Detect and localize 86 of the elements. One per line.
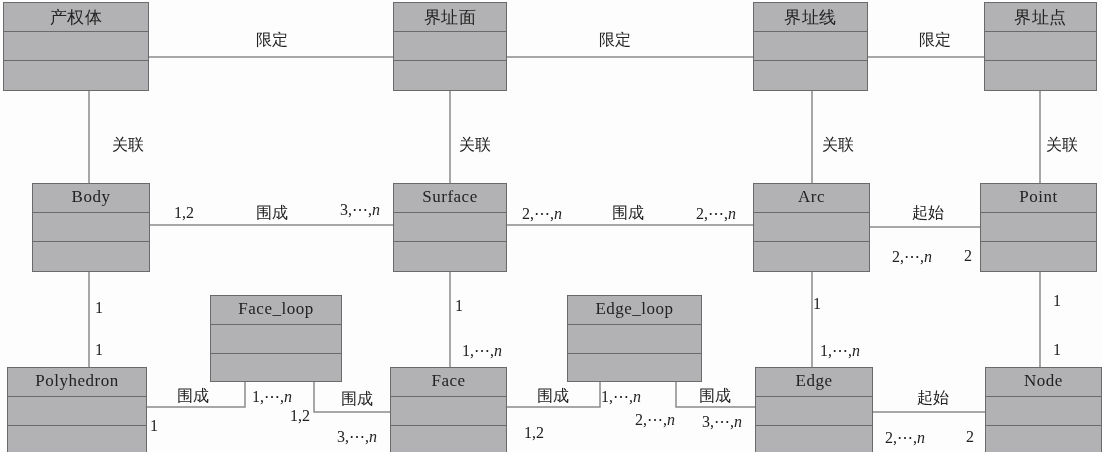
connector-line [88,90,90,184]
multiplicity-label: 1 [455,297,463,315]
edge-label: 关联 [822,134,854,155]
class-box [3,2,149,91]
edge-label: 围成 [537,385,569,406]
connector-line [675,381,756,408]
multiplicity-label: 1,⋯,n [462,340,502,360]
edge-label: 围成 [699,385,731,406]
connector-line [811,90,813,184]
multiplicity-label: 2,⋯,n [696,203,736,223]
multiplicity-label: 3,⋯,n [702,411,742,431]
connector-line [872,411,986,413]
edge-label: 限定 [599,29,631,50]
connector-line [449,90,451,184]
class-name: Face_loop [238,299,314,319]
class-name: 界址点 [1014,7,1067,29]
connector-line [1039,271,1041,368]
edge-label: 关联 [1046,134,1078,155]
edge-label: 限定 [919,29,951,50]
class-name: Polyhedron [35,371,119,391]
multiplicity-label: 1,⋯,n [601,386,641,406]
class-box [393,2,507,91]
class-box [390,367,507,452]
edge-label: 起始 [912,202,944,223]
connector-line [506,56,754,58]
connector-line [149,224,394,226]
connector-line [867,56,985,58]
connector-line [313,381,391,413]
class-box [567,295,702,382]
multiplicity-label: 1 [1053,292,1061,310]
edge-label: 关联 [112,134,144,155]
multiplicity-label: 1,2 [174,204,194,222]
class-name: 界址面 [423,7,477,29]
class-box [985,367,1102,452]
class-box [753,183,870,272]
class-name: Point [1019,187,1058,207]
class-box [755,367,873,452]
multiplicity-label: 1 [1053,341,1061,359]
multiplicity-label: 2,⋯,n [892,246,932,266]
class-name: 界址线 [784,7,837,29]
multiplicity-label: 1,⋯,n [820,340,860,360]
class-name: Surface [422,187,478,207]
multiplicity-label: 1,2 [290,407,310,425]
class-name: Edge [795,371,833,391]
connector-line [811,271,813,368]
class-box [32,183,150,272]
class-box [984,2,1097,91]
connector-line [1039,90,1041,184]
class-name: Face [431,371,466,391]
multiplicity-label: 2,⋯,n [522,203,562,223]
class-name: Edge_loop [595,299,674,319]
class-name: Node [1024,371,1063,391]
class-name: Body [71,187,111,207]
multiplicity-label: 1 [95,299,103,317]
connector-line [88,271,90,368]
connector-line [146,381,246,408]
class-name: 产权体 [49,7,103,29]
edge-label: 关联 [459,134,491,155]
multiplicity-label: 1,⋯,n [252,386,292,406]
multiplicity-label: 1 [95,341,103,359]
edge-label: 围成 [341,388,373,409]
class-box [393,183,507,272]
connector-line [506,381,601,408]
class-box [210,295,342,382]
multiplicity-label: 2,⋯,n [635,409,675,429]
multiplicity-label: 1 [150,417,158,435]
class-box [7,367,147,452]
edge-label: 围成 [612,202,644,223]
class-box [753,2,868,91]
multiplicity-label: 3,⋯,n [340,199,380,219]
connector-line [148,56,394,58]
connector-line [449,271,451,368]
edge-label: 围成 [177,385,209,406]
edge-label: 起始 [917,387,949,408]
multiplicity-label: 1,2 [524,424,544,442]
connector-line [869,226,981,228]
multiplicity-label: 1 [813,295,821,313]
edge-label: 限定 [256,29,288,50]
edge-label: 围成 [256,202,288,223]
multiplicity-label: 2,⋯,n [885,427,925,447]
class-name: Arc [798,187,825,207]
connector-line [506,224,754,226]
multiplicity-label: 2 [966,428,974,446]
class-box [980,183,1097,272]
multiplicity-label: 3,⋯,n [337,426,377,446]
multiplicity-label: 2 [964,247,972,265]
